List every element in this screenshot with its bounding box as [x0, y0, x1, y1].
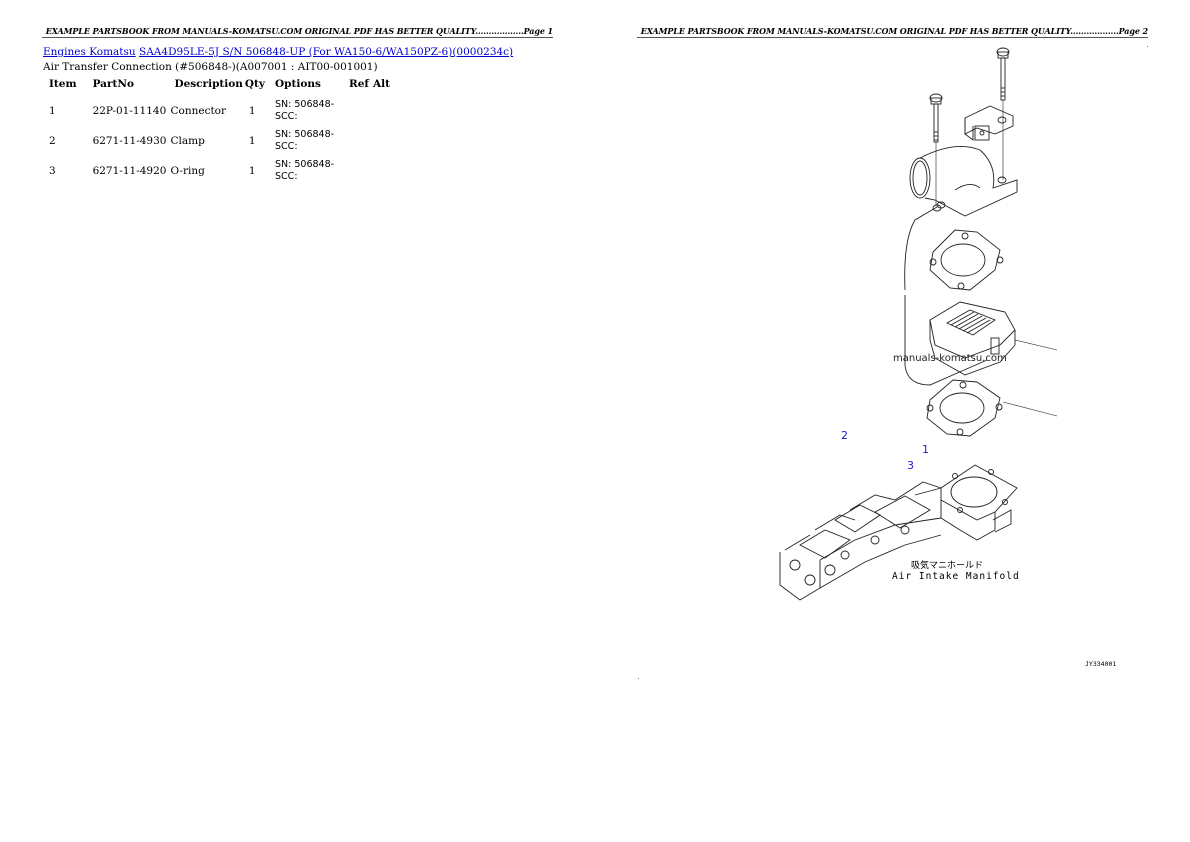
page-1: EXAMPLE PARTSBOOK FROM MANUALS-KOMATSU.C…	[42, 26, 553, 186]
tube-icon	[904, 204, 988, 386]
bolt-icon	[929, 93, 943, 205]
gasket-icon	[926, 379, 1058, 437]
heater-icon	[929, 301, 1058, 376]
table-header-row: Item PartNo Description Qty Options Ref …	[43, 77, 394, 96]
breadcrumb: Engines Komatsu SAA4D95LE-5J S/N 506848-…	[43, 46, 513, 58]
watermark-text: manuals-komatsu.com	[893, 353, 1007, 364]
cell-description: Connector	[170, 105, 227, 117]
breadcrumb-link-engines-komatsu[interactable]: Engines Komatsu	[43, 46, 136, 58]
cell-options: SN: 506848- SCC:	[275, 159, 335, 182]
cell-partno: 6271-11-4920	[92, 165, 167, 177]
bracket-icon	[964, 105, 1014, 141]
table-row: 1 22P-01-11140 Connector 1 SN: 506848- S…	[43, 96, 394, 126]
diagram-caption-english: Air Intake Manifold	[892, 571, 1020, 582]
cell-partno: 6271-11-4930	[92, 135, 167, 147]
cell-qty: 1	[248, 105, 256, 117]
diagram-caption-japanese: 吸気マニホールド	[911, 561, 984, 571]
speck	[1147, 46, 1148, 47]
intake-manifold-icon	[779, 464, 1018, 601]
breadcrumb-link-model[interactable]: SAA4D95LE-5J S/N 506848-UP (For WA150-6/…	[139, 46, 514, 58]
cell-description: Clamp	[170, 135, 205, 147]
speck	[638, 678, 639, 679]
cell-partno: 22P-01-11140	[92, 105, 167, 117]
cell-description: O-ring	[170, 165, 205, 177]
table-row: 3 6271-11-4920 O-ring 1 SN: 506848- SCC:	[43, 156, 394, 186]
section-title: Air Transfer Connection (#506848-)(A0070…	[43, 61, 378, 73]
bolt-icon	[996, 47, 1010, 180]
figure-id: JY334001	[1085, 660, 1117, 668]
col-item: Item	[49, 78, 77, 90]
cell-qty: 1	[248, 135, 256, 147]
gasket-icon	[929, 229, 1004, 291]
elbow-connector-icon	[909, 145, 1018, 217]
cell-item: 2	[49, 135, 56, 147]
col-qty: Qty	[244, 78, 266, 90]
cell-alt	[371, 126, 394, 156]
callout-2[interactable]: 2	[841, 429, 848, 442]
col-alt: Alt	[372, 78, 390, 90]
page-header: EXAMPLE PARTSBOOK FROM MANUALS-KOMATSU.C…	[42, 26, 553, 38]
parts-table: Item PartNo Description Qty Options Ref …	[43, 77, 394, 186]
cell-ref	[343, 96, 371, 126]
cell-options: SN: 506848- SCC:	[275, 99, 335, 122]
cell-ref	[343, 156, 371, 186]
cell-item: 1	[49, 105, 56, 117]
cell-alt	[371, 156, 394, 186]
col-description: Description	[174, 78, 243, 90]
col-ref: Ref	[349, 78, 369, 90]
page-2: EXAMPLE PARTSBOOK FROM MANUALS-KOMATSU.C…	[595, 0, 1190, 842]
page-header: EXAMPLE PARTSBOOK FROM MANUALS-KOMATSU.C…	[637, 26, 1148, 38]
table-row: 2 6271-11-4930 Clamp 1 SN: 506848- SCC:	[43, 126, 394, 156]
callout-1[interactable]: 1	[922, 443, 929, 456]
callout-3[interactable]: 3	[907, 459, 914, 472]
cell-qty: 1	[248, 165, 256, 177]
col-options: Options	[275, 78, 321, 90]
parts-diagram	[779, 47, 1058, 601]
col-partno: PartNo	[92, 78, 134, 90]
cell-options: SN: 506848- SCC:	[275, 129, 335, 152]
cell-item: 3	[49, 165, 56, 177]
cell-alt	[371, 96, 394, 126]
cell-ref	[343, 126, 371, 156]
